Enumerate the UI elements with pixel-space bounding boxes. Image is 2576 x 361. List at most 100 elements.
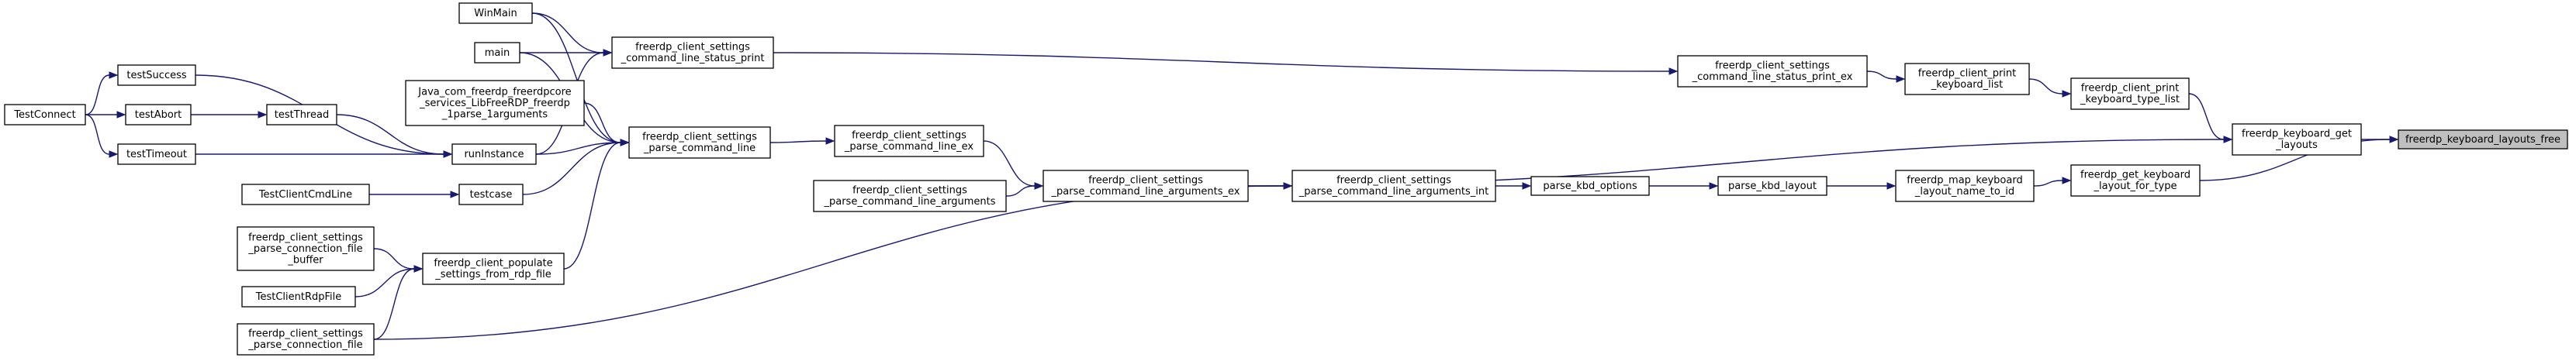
node-label: _parse_command_line_arguments [823,196,995,208]
node-parse-kbd-options[interactable]: parse_kbd_options [1530,176,1650,196]
node-label: freerdp_client_populate [434,258,552,270]
node-label: _layout_for_type [2094,180,2177,192]
edge-runinstance-to-testthread [336,114,444,155]
node-testclientcmdline[interactable]: TestClientCmdLine [241,184,370,205]
node-box [1043,170,1249,202]
node-label: runInstance [464,149,524,160]
node-box [1677,55,1868,88]
node-parse-kbd-layout[interactable]: parse_kbd_layout [1717,176,1827,196]
node-label: WinMain [474,8,517,19]
node-box [117,143,196,165]
node-box [2070,77,2190,110]
node-args-int[interactable]: freerdp_client_settings_parse_command_li… [1291,170,1496,202]
node-label: _parse_connection_file [247,243,362,255]
node-populate[interactable]: freerdp_client_populate_settings_from_rd… [422,253,565,285]
node-testsuccess[interactable]: testSuccess [117,64,196,86]
node-box [4,104,86,125]
node-label: TestClientRdpFile [255,291,342,303]
edge-arrowhead [1896,75,1906,83]
node-label: freerdp_get_keyboard [2080,170,2190,181]
edge-status-print-ex-to-status-print [773,52,1670,72]
edge-arrowhead [1522,182,1532,190]
node-args[interactable]: freerdp_client_settings_parse_command_li… [813,180,1007,212]
node-label: freerdp_client_settings [852,130,966,142]
edge-arrowhead [109,150,119,158]
node-testcase[interactable]: testcase [458,184,524,205]
node-cmdline-ex[interactable]: freerdp_client_settings_parse_command_li… [834,125,984,157]
node-label: testAbort [135,109,182,121]
node-box [628,126,771,159]
edge-arrowhead [1283,182,1293,190]
edges-layer [85,12,2399,340]
node-box [813,180,1007,212]
edge-args-ex-to-args [1005,185,1036,197]
edge-cmdline-to-runinstance [535,142,621,155]
node-box [458,2,533,24]
node-cmdline[interactable]: freerdp_client_settings_parse_command_li… [628,126,771,159]
node-box [117,64,196,86]
node-label: _keyboard_type_list [2080,94,2180,105]
node-label: _buffer [287,254,323,266]
edge-testtimeout-to-testconnect [85,114,110,155]
node-box [241,286,356,308]
edge-arrowhead [2389,136,2399,143]
node-label: testSuccess [126,70,187,81]
node-label: freerdp_client_settings [1336,175,1451,187]
node-label: freerdp_client_print [1918,68,2017,80]
edge-arrowhead [620,139,630,146]
node-label: freerdp_client_settings [1715,60,1830,72]
node-java[interactable]: Java_com_freerdp_freerdpcore_services_Li… [405,80,585,126]
node-box [611,36,774,69]
node-label: _parse_command_line_arguments_int [1298,186,1489,198]
edge-arrowhead [2223,136,2233,143]
node-label: freerdp_map_keyboard [1907,175,2022,187]
node-winmain[interactable]: WinMain [458,2,533,24]
node-box [1291,170,1496,202]
node-print-type-list[interactable]: freerdp_client_print_keyboard_type_list [2070,77,2190,110]
node-box [834,125,984,157]
node-label: freerdp_client_settings [248,328,363,340]
edge-arrowhead [413,265,424,273]
edge-arrowhead [1709,182,1719,190]
node-box [1530,176,1650,196]
node-label: parse_kbd_layout [1728,180,1817,192]
node-label: freerdp_client_print [2081,83,2180,95]
edge-get-layout-for-type-to-map-name-to-id [2033,180,2063,187]
node-main[interactable]: main [474,42,520,64]
node-label: _services_LibFreeRDP_freerdp [419,98,570,109]
node-label: _layouts [2275,139,2318,151]
node-runinstance[interactable]: runInstance [451,143,537,165]
edge-arrowhead [450,191,460,198]
edge-arrowhead [1034,182,1044,190]
node-conn-file-buffer[interactable]: freerdp_client_settings_parse_connection… [237,226,375,271]
node-testconnect[interactable]: TestConnect [4,104,86,125]
node-testabort[interactable]: testAbort [125,104,192,125]
node-testclientrdpfile[interactable]: TestClientRdpFile [241,286,356,308]
node-print-list[interactable]: freerdp_client_print_keyboard_list [1904,63,2030,95]
node-label: main [485,47,510,59]
node-label: parse_kbd_options [1543,180,1637,192]
node-args-ex[interactable]: freerdp_client_settings_parse_command_li… [1043,170,1249,202]
edge-populate-to-conn-file [373,268,415,340]
node-testtimeout[interactable]: testTimeout [117,143,196,165]
edge-arrowhead [1668,67,1679,75]
node-label: freerdp_keyboard_layouts_free [2405,134,2560,146]
node-root[interactable]: freerdp_keyboard_layouts_free [2398,129,2568,150]
node-label: Java_com_freerdp_freerdpcore [417,86,571,98]
node-label: _keyboard_list [1931,79,2003,91]
node-label: testThread [275,109,329,121]
node-map-name-to-id[interactable]: freerdp_map_keyboard_layout_name_to_id [1895,170,2035,202]
node-box [266,104,337,125]
node-status-print[interactable]: freerdp_client_settings_command_line_sta… [611,36,774,69]
node-box [237,226,375,271]
node-conn-file[interactable]: freerdp_client_settings_parse_connection… [237,323,375,356]
node-get-layout-for-type[interactable]: freerdp_get_keyboard_layout_for_type [2070,164,2201,197]
node-get-layouts[interactable]: freerdp_keyboard_get_layouts [2232,123,2362,156]
node-testthread[interactable]: testThread [266,104,337,125]
edge-arrowhead [109,71,119,79]
node-label: _1parse_1arguments [441,108,548,120]
node-status-print-ex[interactable]: freerdp_client_settings_command_line_sta… [1677,55,1868,88]
edge-print-list-to-status-print-ex [1866,70,1897,80]
node-label: _command_line_status_print_ex [1692,71,1853,83]
